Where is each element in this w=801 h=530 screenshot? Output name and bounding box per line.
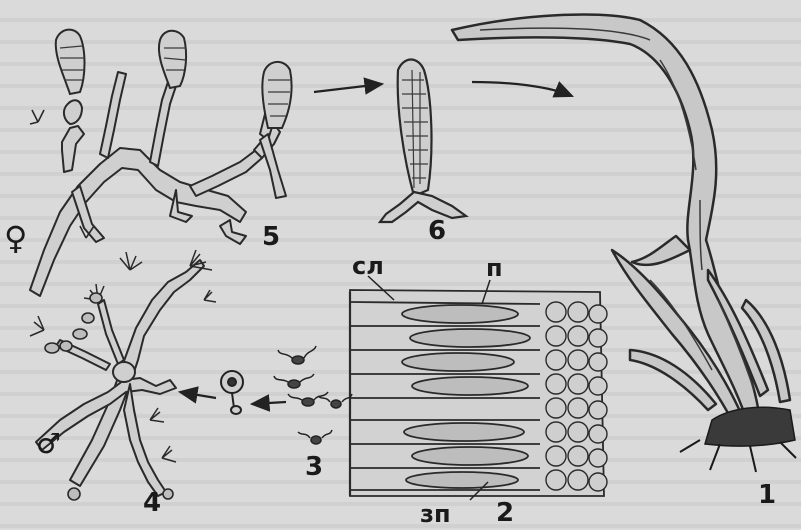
label-stage-2: 2 (496, 500, 514, 526)
male-symbol: ♂ (36, 430, 61, 458)
label-stage-5: 5 (262, 224, 280, 250)
arrow-spore-to-4 (180, 392, 216, 398)
label-stage-4: 4 (143, 490, 161, 516)
sorus-section (350, 290, 604, 496)
female-symbol: ♀ (4, 222, 27, 254)
label-stage-3: 3 (305, 454, 323, 480)
holdfast (680, 407, 796, 472)
young-sporophyte-6 (380, 60, 466, 223)
arrow-3-to-spore (252, 402, 286, 404)
arrow-6-to-1 (472, 82, 572, 96)
germinating-spore (221, 371, 243, 414)
label-p: п (486, 256, 503, 280)
young-sporophytes-5 (56, 30, 292, 128)
arrow-5-to-6 (314, 84, 382, 92)
label-stage-6: 6 (428, 218, 446, 244)
gametophytes-4 (36, 260, 204, 496)
label-zp: зп (420, 502, 451, 526)
label-stage-1: 1 (758, 482, 776, 508)
zoospores (274, 346, 352, 444)
label-sl: сл (352, 254, 384, 278)
